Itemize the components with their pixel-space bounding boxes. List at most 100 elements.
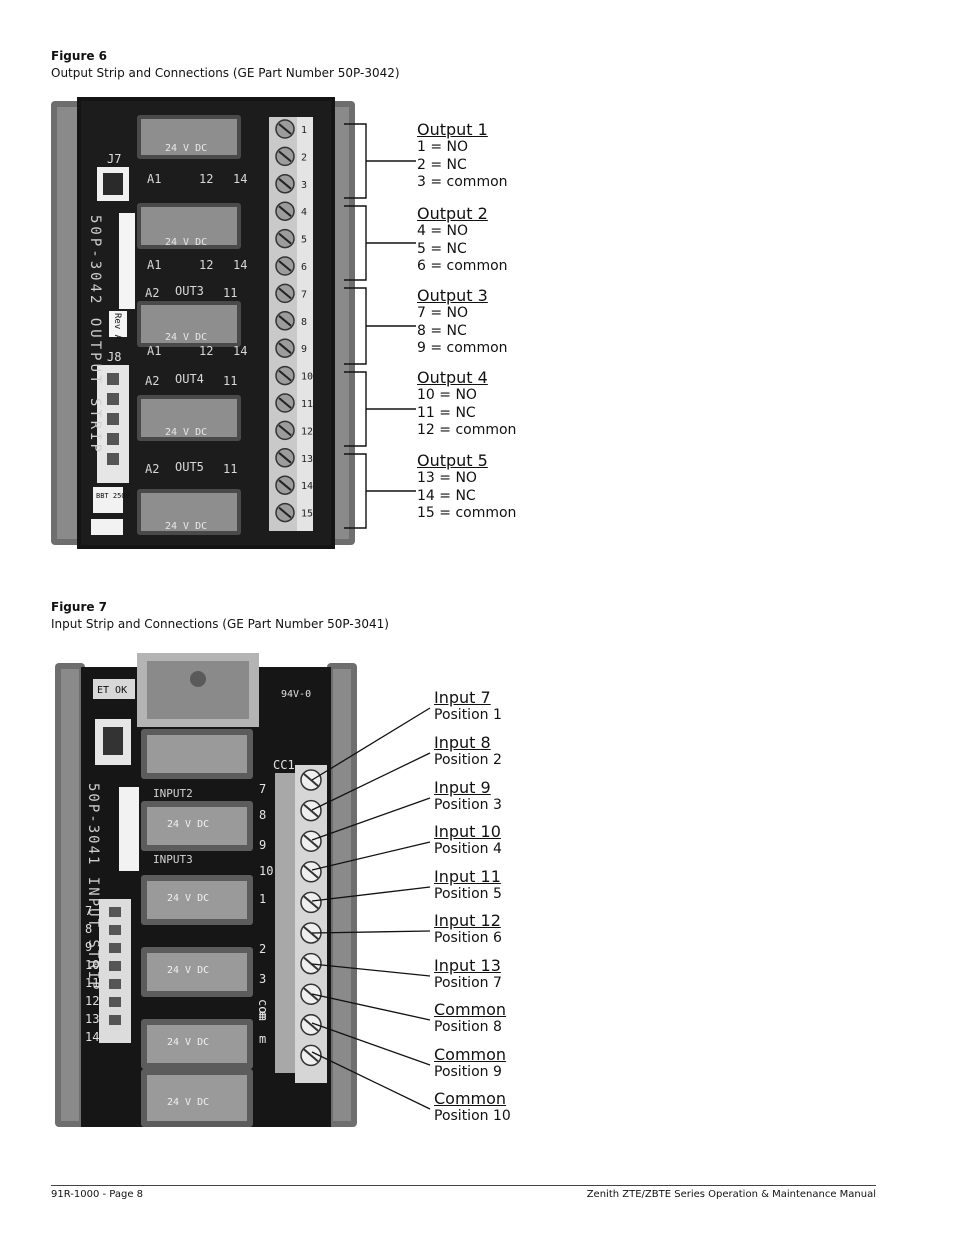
output-strip-photo: 24 V DC 24 V DC 24 V DC 24 V DC 24 V DC …: [51, 97, 355, 549]
relay-group: [137, 115, 241, 535]
pin-label: 11: [223, 286, 237, 300]
footer-divider: [51, 1185, 876, 1186]
side-number: 14: [85, 1030, 99, 1044]
screw-slot: [278, 369, 292, 382]
screw-slot: [303, 895, 319, 910]
terminal-number: 2: [301, 152, 307, 163]
output-5-line: 15 = common: [417, 505, 517, 521]
screw-slot: [278, 342, 292, 354]
output-connector-brackets: [344, 123, 416, 529]
side-number: 9: [85, 940, 92, 954]
relay-text: 24 V DC: [165, 521, 207, 532]
rating-label: BBT 250V: [96, 492, 131, 500]
relay-text: 24 V DC: [165, 143, 207, 154]
relay-label: OUT5: [175, 460, 204, 474]
input-strip-photo: ET OK 94V-0 24 V DC 24 V DC 24 V DC 24 V…: [55, 653, 357, 1127]
relay-label: INPUT2: [153, 787, 193, 800]
figure-7-caption: Input Strip and Connections (GE Part Num…: [51, 617, 389, 631]
pin-label: 12: [199, 172, 213, 186]
strip-number: 1: [259, 892, 266, 906]
terminal-number: 14: [301, 481, 313, 492]
screw-slot: [303, 926, 319, 940]
screw-slot: [278, 452, 292, 464]
output-3-line: 7 = NO: [417, 305, 469, 321]
input-7-title: Input 7: [434, 688, 491, 707]
relay-text: 24 V DC: [165, 427, 207, 438]
common-3-legend: Common Position 10: [434, 1090, 634, 1125]
terminal-screws: [275, 119, 295, 523]
common-2-legend: Common Position 9: [434, 1046, 634, 1081]
screw-slot: [278, 178, 292, 190]
strip-number: m: [259, 1032, 266, 1046]
output-2-title: Output 2: [417, 204, 488, 223]
relay-label: INPUT3: [153, 853, 193, 866]
board-silkscreen: 50P-3041 INPUT STRIP: [85, 783, 101, 992]
terminal-number: 8: [301, 317, 307, 328]
input-7-position: Position 1: [434, 707, 502, 723]
relay-text: 24 V DC: [167, 1097, 209, 1108]
input-11-position: Position 5: [434, 886, 502, 902]
common-3-title: Common: [434, 1089, 507, 1108]
relay-label: OUT3: [175, 284, 204, 298]
terminal-number: 12: [301, 426, 313, 437]
input-9-legend: Input 9 Position 3: [434, 779, 634, 814]
output-4-title: Output 4: [417, 368, 488, 387]
output-4-line: 11 = NC: [417, 404, 476, 421]
board-silkscreen: 50P-3042 OUTPUT STRIP: [87, 215, 103, 455]
side-number: 11: [85, 976, 99, 990]
output-2-line: 5 = NC: [417, 240, 467, 257]
output-1-line: 1 = NO: [417, 139, 469, 155]
common-3-position: Position 10: [434, 1108, 511, 1124]
input-8-position: Position 2: [434, 752, 502, 768]
relay-group: [141, 729, 253, 1127]
screw-slot: [278, 123, 292, 135]
screw-slot: [278, 397, 292, 409]
input-13-legend: Input 13 Position 7: [434, 957, 634, 992]
input-11-legend: Input 11 Position 5: [434, 868, 634, 903]
terminal-number: 6: [301, 262, 307, 273]
pin-label: 12: [199, 344, 213, 358]
footer-manual-title: Zenith ZTE/ZBTE Series Operation & Maint…: [586, 1189, 876, 1200]
common-1-position: Position 8: [434, 1019, 502, 1035]
terminal-number: 9: [301, 344, 307, 355]
terminal-number: 10: [301, 372, 313, 383]
relay-label: OUT4: [175, 372, 204, 386]
input-9-position: Position 3: [434, 797, 502, 813]
pin-label: A2: [145, 286, 159, 300]
common-2-title: Common: [434, 1045, 507, 1064]
pin-label: 14: [233, 172, 247, 186]
output-5-line: 14 = NC: [417, 487, 476, 504]
input-11-title: Input 11: [434, 867, 501, 886]
output-2-line: 6 = common: [417, 258, 508, 274]
pin-label: 12: [199, 258, 213, 272]
side-number: 12: [85, 994, 99, 1008]
input-12-title: Input 12: [434, 911, 501, 930]
screw-slot: [278, 150, 292, 163]
screw-slot: [278, 232, 292, 245]
input-10-title: Input 10: [434, 822, 501, 841]
side-number: 8: [85, 922, 92, 936]
relay-text: 24 V DC: [167, 893, 209, 904]
output-3-title: Output 3: [417, 286, 488, 305]
connector-j8-label: J8: [107, 350, 121, 364]
screw-slot: [278, 287, 292, 300]
figure-6-caption: Output Strip and Connections (GE Part Nu…: [51, 66, 400, 80]
pin-label: 11: [223, 374, 237, 388]
output-5-title: Output 5: [417, 451, 488, 470]
pin-label: A2: [145, 374, 159, 388]
connector-j7-label: J7: [107, 152, 121, 166]
screw-slot: [278, 424, 292, 437]
input-7-legend: Input 7 Position 1: [434, 689, 634, 724]
strip-number: 9: [259, 838, 266, 852]
relay-text: 24 V DC: [167, 965, 209, 976]
screw-slot: [303, 865, 319, 879]
output-2-legend: Output 2 4 = NO 5 = NC 6 = common: [417, 205, 617, 276]
strip-number: com: [256, 999, 270, 1021]
input-12-position: Position 6: [434, 930, 502, 946]
strip-number: 3: [259, 972, 266, 986]
output-1-title: Output 1: [417, 120, 488, 139]
strip-number: m: [259, 1008, 266, 1022]
side-number: 7: [85, 904, 92, 918]
terminal-number: 13: [301, 454, 313, 465]
screw-slot: [278, 260, 292, 272]
